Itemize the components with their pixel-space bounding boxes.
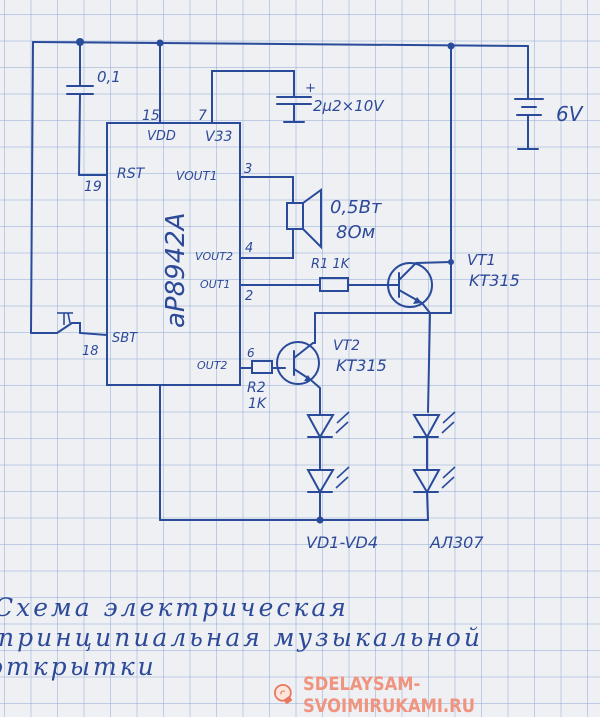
speaker-impedance: 8Ом: [336, 222, 375, 243]
pin-2-number: 2: [245, 289, 253, 304]
leds-label: VD1-VD4: [306, 533, 378, 552]
pin-3-number: 3: [244, 162, 252, 177]
push-switch: [30, 312, 108, 336]
caption-line-2: принципиальная музыкальной: [0, 623, 483, 652]
resistor-r2: [251, 360, 273, 374]
lightbulb-icon: [274, 683, 293, 705]
vt2-type: KT315: [336, 356, 387, 375]
left-wire: [30, 41, 34, 334]
transistor-vt2: [276, 341, 321, 416]
caption-line-1: Схема электрическая: [0, 593, 349, 622]
pin-vout1-label: VOUT1: [176, 169, 217, 183]
battery-value: 6V: [556, 102, 584, 126]
pin-15-number: 15: [142, 108, 160, 124]
pin-19-number: 19: [84, 179, 102, 195]
capacitor-c1: [66, 41, 108, 176]
vt1-label: VT1: [467, 251, 496, 269]
resistor-r1: [319, 277, 349, 292]
c2-value: 2μ2×10V: [313, 97, 385, 115]
top-power-rail: [32, 38, 529, 50]
r2-label: R2: [247, 380, 266, 396]
c2-polarity: +: [305, 81, 316, 96]
watermark-text: SDELAYSAM-SVOIMIRUKAMI.RU: [302, 673, 475, 717]
caption-line-3: открытки: [0, 652, 157, 681]
pin-vout2-label: VOUT2: [195, 250, 233, 263]
capacitor-c2: +: [211, 70, 316, 124]
pin-6-number: 6: [247, 346, 255, 360]
ic-name: aP8942A: [161, 212, 191, 328]
transistor-vt1: [387, 259, 454, 314]
led-vd2: [306, 466, 350, 495]
pin-out1-label: OUT1: [200, 278, 230, 291]
pin-7-number: 7: [198, 108, 207, 124]
pin-out2-label: OUT2: [197, 359, 227, 372]
speaker-power: 0,5Вт: [330, 197, 382, 218]
vt2-label: VT2: [333, 338, 360, 354]
leds-type: АЛ307: [429, 533, 484, 552]
led-vd1: [306, 411, 350, 440]
pin-sbt-label: SBT: [112, 331, 138, 346]
led-vd4: [412, 466, 456, 495]
vt1-type: KT315: [469, 271, 520, 290]
r2-value: 1K: [248, 396, 268, 412]
pin-rst-label: RST: [117, 166, 146, 182]
circuit-schematic: 0,1 + 2μ2×10V 6V 15 7 VDD V33 19 RST VOU…: [30, 38, 584, 552]
led-vd3: [412, 411, 456, 440]
battery-6v: [514, 45, 544, 150]
c1-value: 0,1: [97, 68, 121, 86]
pin-v33-label: V33: [205, 129, 232, 145]
watermark: SDELAYSAM-SVOIMIRUKAMI.RU: [272, 673, 600, 717]
r1-label: R1 1K: [311, 257, 351, 272]
pin-18-number: 18: [82, 344, 99, 359]
ic-body: [106, 122, 241, 386]
pin-vdd-label: VDD: [147, 129, 176, 144]
speaker: [239, 176, 322, 259]
pin-4-number: 4: [245, 241, 253, 256]
